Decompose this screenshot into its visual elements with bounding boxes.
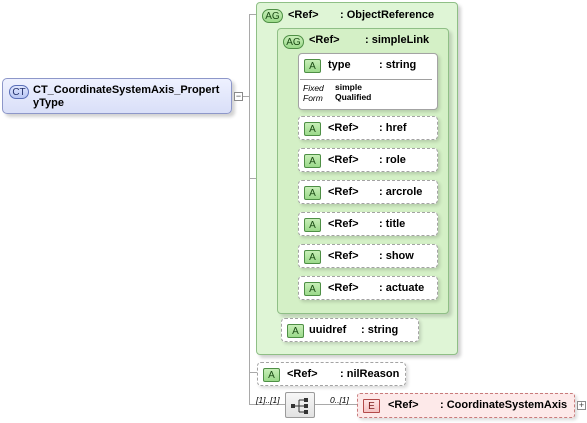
type-attribute[interactable]: A type : string Fixed Form simple Qualif… <box>298 53 438 110</box>
attribute-ref: <Ref> <box>328 218 359 230</box>
element-occurrence: 0..[1] <box>330 395 349 405</box>
attribute-ref: <Ref> <box>328 250 359 262</box>
collapse-icon[interactable]: − <box>234 91 243 101</box>
title-attribute[interactable]: A <Ref> : title <box>298 212 438 236</box>
href-attribute[interactable]: A <Ref> : href <box>298 116 438 140</box>
attribute-type: : arcrole <box>379 186 423 198</box>
form-value: Qualified <box>335 92 372 102</box>
attribute-group-icon: AG <box>283 35 304 49</box>
object-reference-type: : ObjectReference <box>340 9 435 21</box>
fixed-value: simple <box>335 82 362 92</box>
uuidref-name: uuidref <box>309 324 347 336</box>
coordinate-system-axis-element[interactable]: E <Ref> : CoordinateSystemAxis <box>357 393 575 418</box>
show-attribute[interactable]: A <Ref> : show <box>298 244 438 268</box>
divider <box>300 79 432 80</box>
attribute-type: : role <box>379 154 406 166</box>
sequence-occurrence: [1]..[1] <box>256 395 280 405</box>
simple-link-type: : simpleLink <box>365 34 430 46</box>
attribute-type: : actuate <box>379 282 425 294</box>
element-ref: <Ref> <box>388 399 419 411</box>
attribute-icon: A <box>304 218 321 232</box>
attribute-ref: <Ref> <box>328 282 359 294</box>
attribute-type: : href <box>379 122 407 134</box>
actuate-attribute[interactable]: A <Ref> : actuate <box>298 276 438 300</box>
expand-icon[interactable]: + <box>577 400 586 410</box>
nil-reason-type: : nilReason <box>340 368 400 380</box>
sequence-compositor[interactable] <box>285 392 315 418</box>
simple-link-ref: <Ref> <box>309 34 340 46</box>
form-label: Form <box>303 93 323 103</box>
attribute-type: : show <box>379 250 414 262</box>
attribute-icon: A <box>287 324 304 338</box>
uuidref-type: : string <box>361 324 399 336</box>
attribute-icon: A <box>304 282 321 296</box>
attribute-icon: A <box>304 186 321 200</box>
element-type: : CoordinateSystemAxis <box>440 399 568 411</box>
attribute-icon: A <box>304 250 321 264</box>
attribute-type: : title <box>379 218 406 230</box>
role-attribute[interactable]: A <Ref> : role <box>298 148 438 172</box>
fixed-label: Fixed <box>303 83 324 93</box>
sequence-icon <box>291 398 308 414</box>
attribute-icon: A <box>304 154 321 168</box>
uuidref-attribute[interactable]: A uuidref : string <box>281 318 419 342</box>
nil-reason-ref: <Ref> <box>287 368 318 380</box>
element-icon: E <box>363 399 380 413</box>
type-attribute-type: : string <box>379 59 417 71</box>
attribute-group-icon: AG <box>262 9 283 23</box>
attribute-ref: <Ref> <box>328 186 359 198</box>
type-attribute-name: type <box>328 59 351 71</box>
attribute-ref: <Ref> <box>328 122 359 134</box>
complex-type-name-line1: CT_CoordinateSystemAxis_Propert <box>33 84 220 96</box>
complex-type-box[interactable]: CT CT_CoordinateSystemAxis_Propert yType <box>2 78 232 114</box>
arcrole-attribute[interactable]: A <Ref> : arcrole <box>298 180 438 204</box>
complex-type-icon: CT <box>9 85 29 99</box>
attribute-icon: A <box>304 59 321 73</box>
object-reference-ref: <Ref> <box>288 9 319 21</box>
nil-reason-attribute[interactable]: A <Ref> : nilReason <box>257 362 406 386</box>
attribute-icon: A <box>263 368 280 382</box>
attribute-icon: A <box>304 122 321 136</box>
complex-type-name-line2: yType <box>33 97 64 109</box>
attribute-ref: <Ref> <box>328 154 359 166</box>
